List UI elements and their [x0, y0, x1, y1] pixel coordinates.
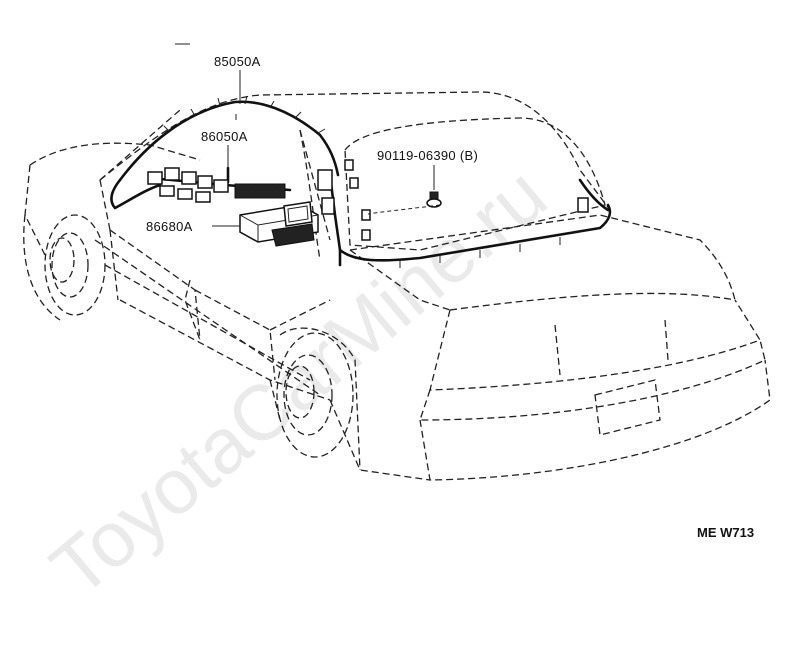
label-85050a: 85050A — [214, 54, 261, 69]
car-body-outline — [23, 91, 771, 481]
seat-harness-connectors — [147, 167, 286, 203]
label-90119-06390: 90119-06390 (B) — [377, 148, 478, 163]
leader-lines — [175, 43, 441, 227]
label-86050a: 86050A — [201, 129, 248, 144]
amplifier-unit — [239, 201, 319, 247]
roof-harness-85050a — [118, 100, 340, 182]
label-86680a: 86680A — [146, 219, 193, 234]
figure-code: ME W713 — [697, 525, 754, 540]
rear-window-harness — [328, 173, 612, 262]
wire-harness — [110, 95, 612, 268]
